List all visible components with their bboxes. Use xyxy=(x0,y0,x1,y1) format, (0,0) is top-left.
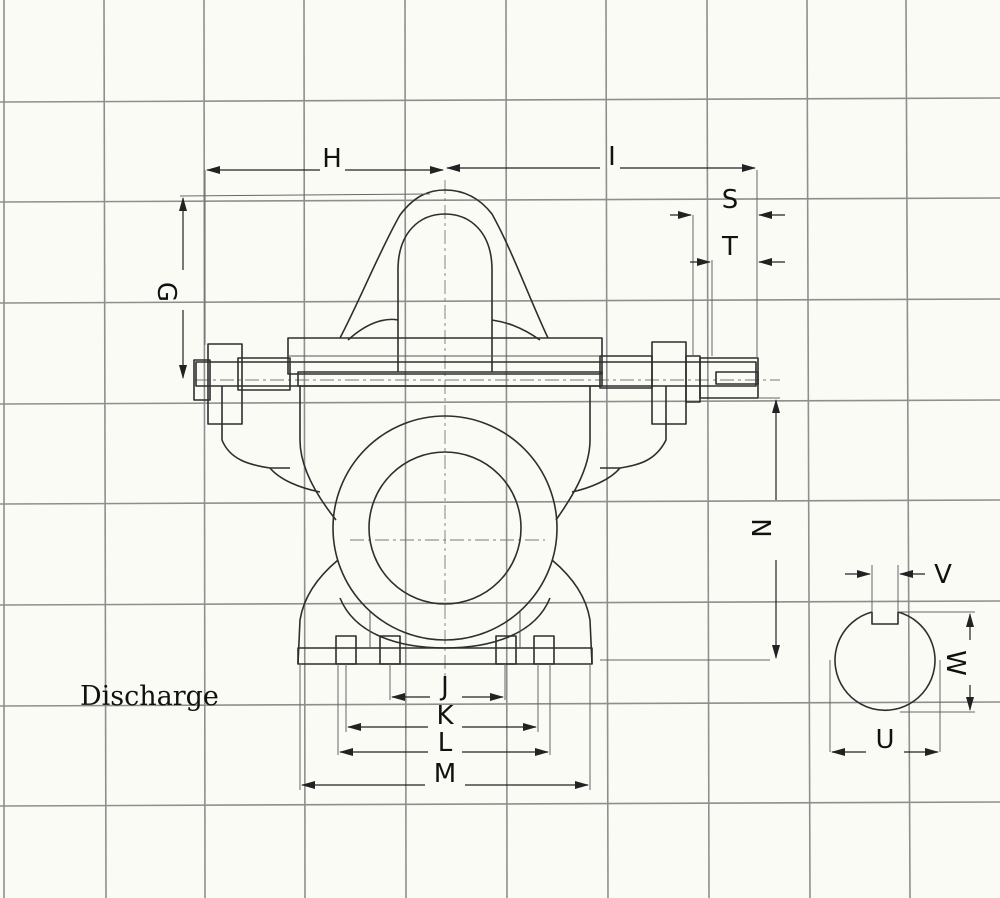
dimension-labels: H I G S T N J K L M V W U xyxy=(151,142,970,789)
extension-lines xyxy=(179,170,780,790)
label-w: W xyxy=(940,650,970,676)
dimension-lines xyxy=(179,164,974,789)
label-t: T xyxy=(721,232,738,262)
label-u: U xyxy=(875,725,894,755)
pump-body xyxy=(193,189,759,665)
label-h: H xyxy=(322,144,342,174)
label-l: L xyxy=(438,728,453,758)
shaft-section xyxy=(829,565,975,752)
label-j: J xyxy=(439,672,449,702)
center-lines xyxy=(195,180,780,680)
discharge-caption: Discharge xyxy=(80,681,219,712)
label-s: S xyxy=(722,185,739,215)
label-k: K xyxy=(436,701,454,731)
label-g: G xyxy=(151,282,181,302)
label-v: V xyxy=(934,560,952,590)
label-m: M xyxy=(434,759,456,789)
label-i: I xyxy=(608,142,616,172)
label-n: N xyxy=(745,518,775,537)
